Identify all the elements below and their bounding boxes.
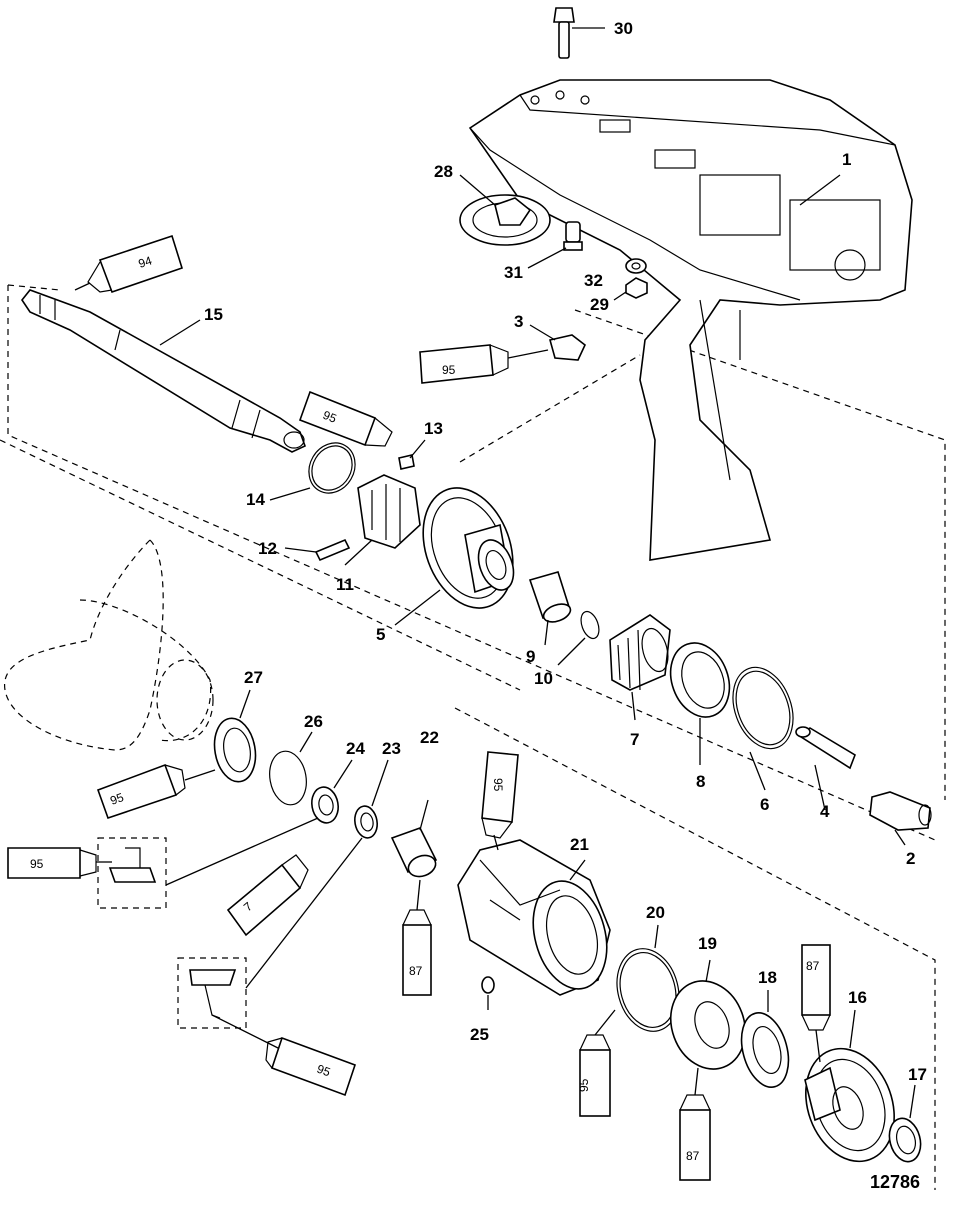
- callout-17: 17: [908, 1065, 927, 1084]
- dowel-pin-25: [481, 976, 495, 1010]
- inset-detail-box-upper: [97, 817, 319, 909]
- tube-label-87-bearing: 87: [409, 964, 423, 978]
- anode-plate-28: [459, 174, 551, 246]
- callout-32: 32: [584, 271, 603, 290]
- callout-26: 26: [304, 712, 323, 731]
- ring-17: [888, 1084, 922, 1163]
- needle-bearing-22: [390, 799, 438, 878]
- shift-cam-3: [529, 324, 586, 361]
- roller-bearing-9: [528, 571, 572, 646]
- callout-22: 22: [420, 728, 439, 747]
- callout-6: 6: [760, 795, 769, 814]
- callout-25: 25: [470, 1025, 489, 1044]
- callout-15: 15: [204, 305, 223, 324]
- bearing-race-8: [669, 642, 731, 765]
- reverse-gear-16: [804, 1009, 895, 1163]
- callout-30: 30: [614, 19, 633, 38]
- detent-13: [398, 439, 426, 470]
- callout-19: 19: [698, 934, 717, 953]
- lube-tube-7: [226, 854, 309, 937]
- callout-21: 21: [570, 835, 589, 854]
- assembly-dashed-lines: [0, 284, 946, 1190]
- callout-23: 23: [382, 739, 401, 758]
- lube-tube-95-washer: [96, 763, 216, 820]
- callout-27: 27: [244, 668, 263, 687]
- tube-label-95-inset: 95: [30, 857, 44, 871]
- lube-tube-87-bearing: [402, 879, 432, 996]
- screw-31: [527, 221, 583, 269]
- lube-tube-95-inset: [7, 847, 112, 879]
- tube-label-94: 94: [137, 253, 154, 271]
- callout-3: 3: [514, 312, 523, 331]
- nut-29: [613, 277, 648, 301]
- callout-28: 28: [434, 162, 453, 181]
- forward-gear-5: [394, 487, 515, 626]
- bolt-30: [553, 7, 605, 59]
- callout-1: 1: [842, 150, 851, 169]
- callout-10: 10: [534, 669, 553, 688]
- figure-number: 12786: [870, 1172, 920, 1192]
- callout-14: 14: [246, 490, 265, 509]
- callout-5: 5: [376, 625, 385, 644]
- propeller-shaft-15: [21, 289, 306, 453]
- lube-tube-95-cam: [419, 344, 549, 384]
- tube-label-95-shaft: 95: [321, 408, 339, 426]
- lube-tube-87-gear: [801, 944, 831, 1063]
- lube-tube-95-shaft: [298, 390, 393, 447]
- tube-label-95-cam: 95: [442, 363, 456, 377]
- lube-tube-95-lower: [265, 1036, 357, 1097]
- inset-detail-box-lower: [177, 837, 363, 1051]
- bearing-carrier-21: [457, 839, 611, 996]
- lube-tube-95-oring: [579, 1009, 616, 1117]
- o-ring-20: [616, 924, 680, 1032]
- thrust-washer-27: [213, 689, 257, 783]
- callout-4: 4: [820, 802, 830, 821]
- callout-12: 12: [258, 539, 277, 558]
- o-ring-6: [732, 666, 794, 791]
- propeller-outline: [4, 539, 214, 751]
- seal-24: [311, 759, 353, 824]
- tapered-bearing-7: [609, 614, 671, 721]
- lube-tube-94: [74, 234, 183, 294]
- clutch-11: [344, 474, 421, 566]
- lube-tube-95-carrier: [481, 751, 519, 851]
- pin-12: [284, 538, 351, 562]
- retainer-26: [269, 731, 313, 806]
- reverse-gear-bearing-19: [670, 959, 746, 1070]
- seal-23: [354, 759, 389, 839]
- tube-label-95-carrier: 95: [491, 778, 505, 792]
- callout-11: 11: [336, 575, 354, 594]
- callout-7: 7: [630, 730, 639, 749]
- cam-follower-4: [795, 726, 856, 811]
- tube-label-95-lower: 95: [315, 1062, 333, 1080]
- callout-16: 16: [848, 988, 867, 1007]
- shift-block-2: [869, 791, 932, 846]
- callout-13: 13: [424, 419, 443, 438]
- lube-tube-87-race: [679, 1067, 711, 1181]
- tube-label-95-washer: 95: [108, 790, 126, 808]
- callout-18: 18: [758, 968, 777, 987]
- o-ring-14: [269, 442, 356, 501]
- tube-label-95-oring: 95: [577, 1078, 591, 1092]
- thrust-washer-18: [740, 990, 790, 1088]
- callout-9: 9: [526, 647, 535, 666]
- gear-housing-1: [468, 79, 913, 561]
- tube-label-87-gear: 87: [806, 959, 820, 973]
- callout-29: 29: [590, 295, 609, 314]
- callout-20: 20: [646, 903, 665, 922]
- callout-2: 2: [906, 849, 915, 868]
- tube-label-87-race: 87: [686, 1149, 700, 1163]
- callout-8: 8: [696, 772, 705, 791]
- washer-32: [625, 258, 647, 274]
- callout-24: 24: [346, 739, 365, 758]
- retaining-ring-10: [557, 610, 600, 666]
- callout-31: 31: [504, 263, 523, 282]
